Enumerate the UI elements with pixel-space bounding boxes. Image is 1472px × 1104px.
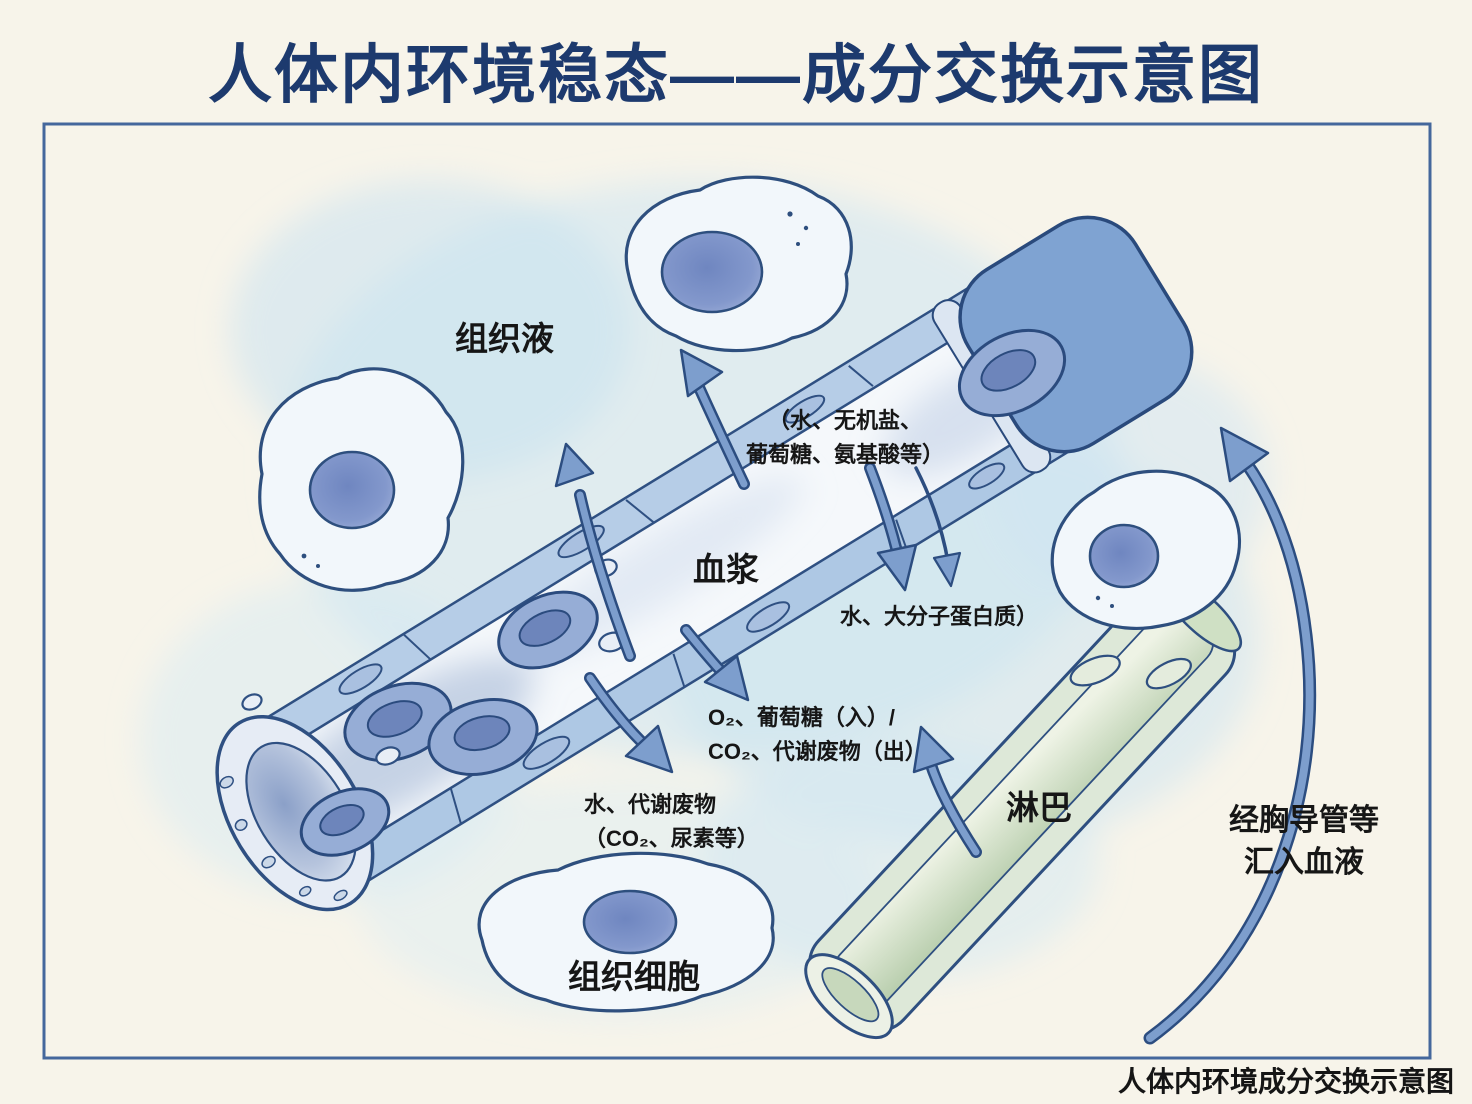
tissue-cell-top: [624, 175, 853, 353]
arrow-tissuefluid-to-plasma-2: [914, 466, 962, 588]
label-cell-exchange-line1: O₂、葡萄糖（入）/: [708, 705, 896, 730]
arrow-lymph-to-blood: [1143, 426, 1317, 1045]
label-water-protein: 水、大分子蛋白质）: [840, 604, 1039, 629]
label-lymph: 淋巴: [1006, 789, 1072, 826]
diagram-caption: 人体内环境成分交换示意图: [1117, 1066, 1454, 1097]
label-waste-note-line2: （CO₂、尿素等）: [584, 826, 759, 851]
label-tissue-fluid: 组织液: [455, 320, 554, 357]
red-blood-cell: [497, 590, 599, 670]
lymph-valve: [1069, 654, 1121, 687]
label-lymph-return-line2: 汇入血液: [1244, 846, 1364, 879]
label-cell-exchange: O₂、葡萄糖（入）/ CO₂、代谢废物（出）: [708, 701, 927, 769]
cell-nucleus: [660, 230, 764, 314]
label-waste-note-line1: 水、代谢废物: [584, 792, 717, 817]
page-title: 人体内环境稳态——成分交换示意图: [208, 39, 1264, 111]
label-lymph-return-line1: 经胸导管等: [1229, 804, 1379, 837]
label-capillary-note: （水、无机盐、 葡萄糖、氨基酸等）: [738, 404, 952, 472]
diagram-border: [42, 122, 1432, 1060]
label-lymph-return: 经胸导管等 汇入血液: [1224, 800, 1384, 884]
endothelium-junctions: [402, 365, 907, 825]
cell-nucleus: [1088, 523, 1160, 589]
label-plasma: 血浆: [693, 551, 759, 588]
arrow-waste-exchange: [584, 672, 674, 774]
label-capillary-note-line1: （水、无机盐、: [767, 408, 922, 433]
label-waste-note: 水、代谢废物 （CO₂、尿素等）: [584, 788, 759, 856]
red-blood-cell: [343, 681, 453, 763]
arrow-tissuefluid-to-plasma-1: [864, 462, 918, 592]
arrow-o2-glucose-exchange: [680, 624, 750, 702]
lymph-valve: [1145, 657, 1192, 690]
arrow-tissuefluid-to-lymph: [912, 725, 982, 858]
red-blood-cell: [299, 787, 391, 857]
arrow-plasma-to-tissuefluid-2: [679, 348, 750, 490]
cell-nucleus: [308, 450, 396, 530]
lymph-vessel: [804, 576, 1243, 1040]
cell-nucleus: [582, 889, 678, 955]
tissue-cell-bottom: [477, 851, 775, 1013]
arrow-plasma-to-tissuefluid-1: [554, 442, 636, 662]
red-blood-cells: [241, 328, 1067, 857]
label-tissue-cells: 组织细胞: [568, 958, 700, 995]
tissue-cell-left: [258, 367, 465, 592]
tissue-cell-right: [1050, 469, 1241, 630]
red-blood-cell: [957, 328, 1067, 418]
red-blood-cell: [427, 698, 539, 776]
label-capillary-note-line2: 葡萄糖、氨基酸等）: [745, 442, 944, 467]
rim-pebbles: [219, 775, 348, 902]
label-cell-exchange-line2: CO₂、代谢废物（出）: [708, 739, 927, 764]
